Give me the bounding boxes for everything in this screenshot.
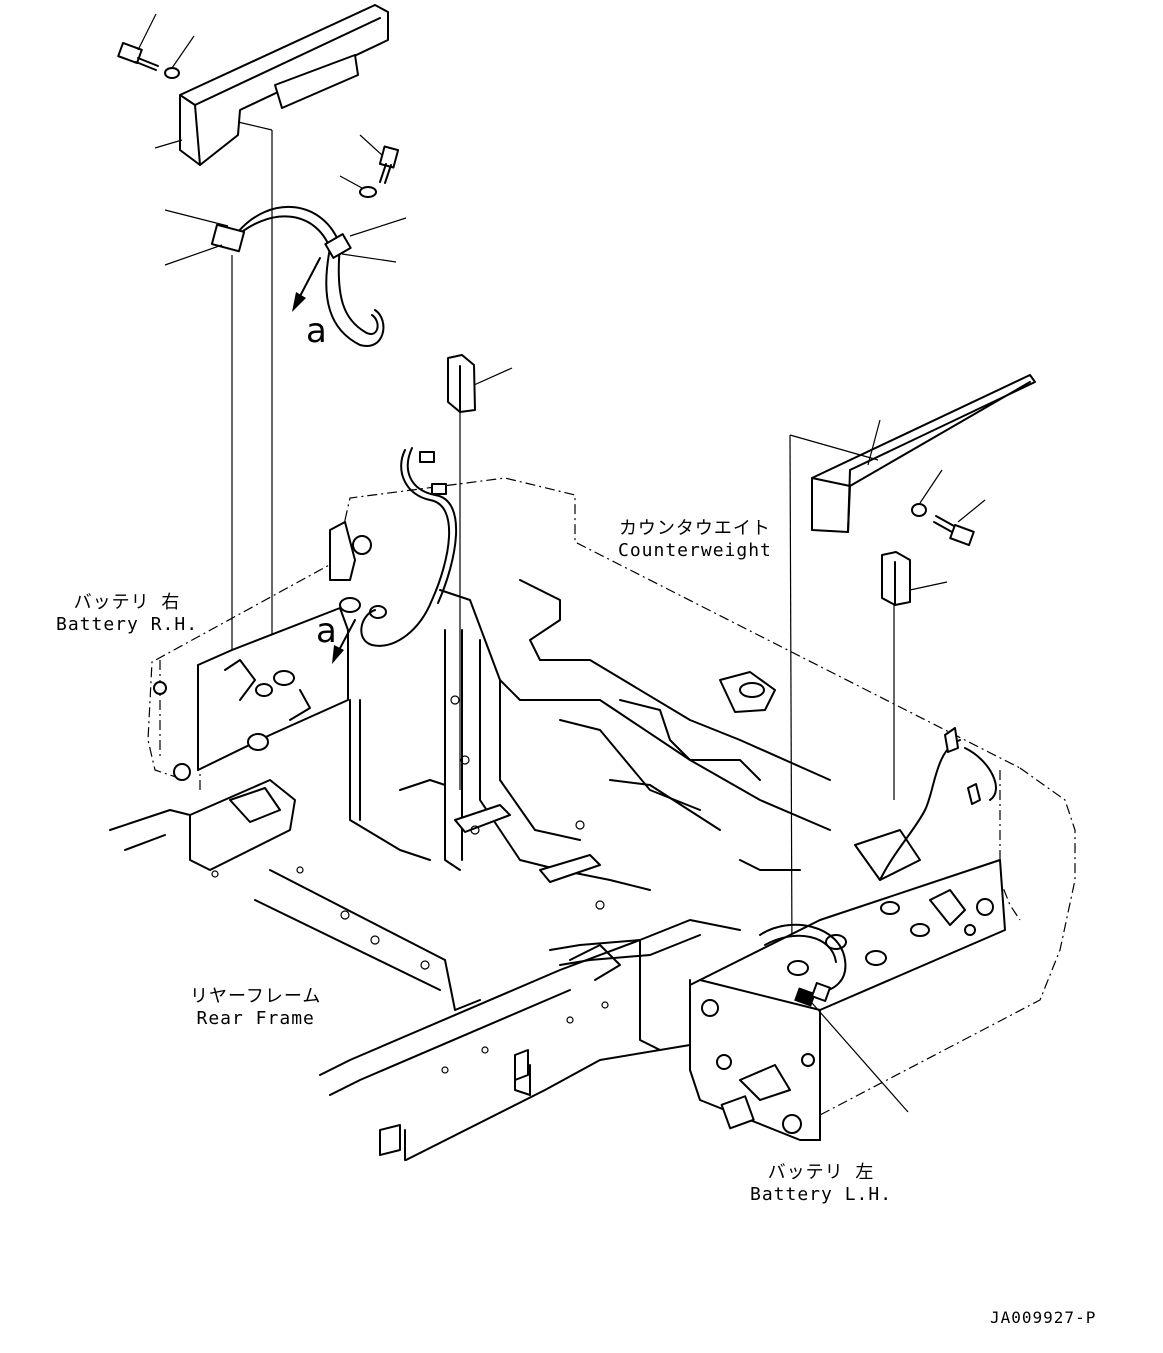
washer-lh — [911, 503, 927, 517]
washer-clamp — [359, 186, 377, 198]
rh-battery-bay — [153, 521, 387, 781]
counterweight-label: カウンタウエイト Counterweight — [618, 518, 772, 562]
counterweight-label-en: Counterweight — [618, 540, 772, 561]
view-arrow-frame — [337, 619, 356, 653]
rear-frame-label-jp: リヤーフレーム — [190, 986, 322, 1007]
bolt-clamp — [378, 145, 400, 184]
battery-rh-label: バッテリ 右 Battery R.H. — [56, 592, 198, 636]
battery-cable-rh — [210, 206, 385, 347]
view-arrow-top — [297, 257, 321, 301]
pad-block-rh — [447, 354, 476, 413]
rh-harness — [360, 449, 450, 647]
battery-lh-label-en: Battery L.H. — [750, 1184, 893, 1205]
battery-rh-label-en: Battery R.H. — [56, 614, 199, 635]
counterweight-label-jp: カウンタウエイト — [618, 518, 771, 539]
bolt-lh — [933, 515, 975, 546]
rh-battery-cover — [179, 4, 389, 166]
lh-battery-terminal — [794, 987, 816, 1007]
rear-frame-label-en: Rear Frame — [196, 1008, 315, 1029]
drawing-number: JA009927-P — [990, 1308, 1097, 1327]
view-ref-a-top: a — [306, 311, 327, 351]
washer-top-left — [164, 67, 180, 79]
pad-block-lh — [881, 551, 911, 606]
battery-lh-label-jp: バッテリ 左 — [767, 1162, 875, 1183]
rear-frame — [109, 579, 831, 1161]
lh-battery-bay — [689, 829, 1006, 1141]
view-ref-a-frame: a — [316, 611, 337, 651]
bolt-top-left — [117, 42, 159, 71]
lh-battery-cover — [811, 374, 1036, 533]
battery-lh-label: バッテリ 左 Battery L.H. — [750, 1162, 892, 1206]
battery-rh-label-jp: バッテリ 右 — [73, 592, 181, 613]
lh-harness — [879, 739, 961, 881]
rear-frame-label: リヤーフレーム Rear Frame — [190, 986, 321, 1030]
